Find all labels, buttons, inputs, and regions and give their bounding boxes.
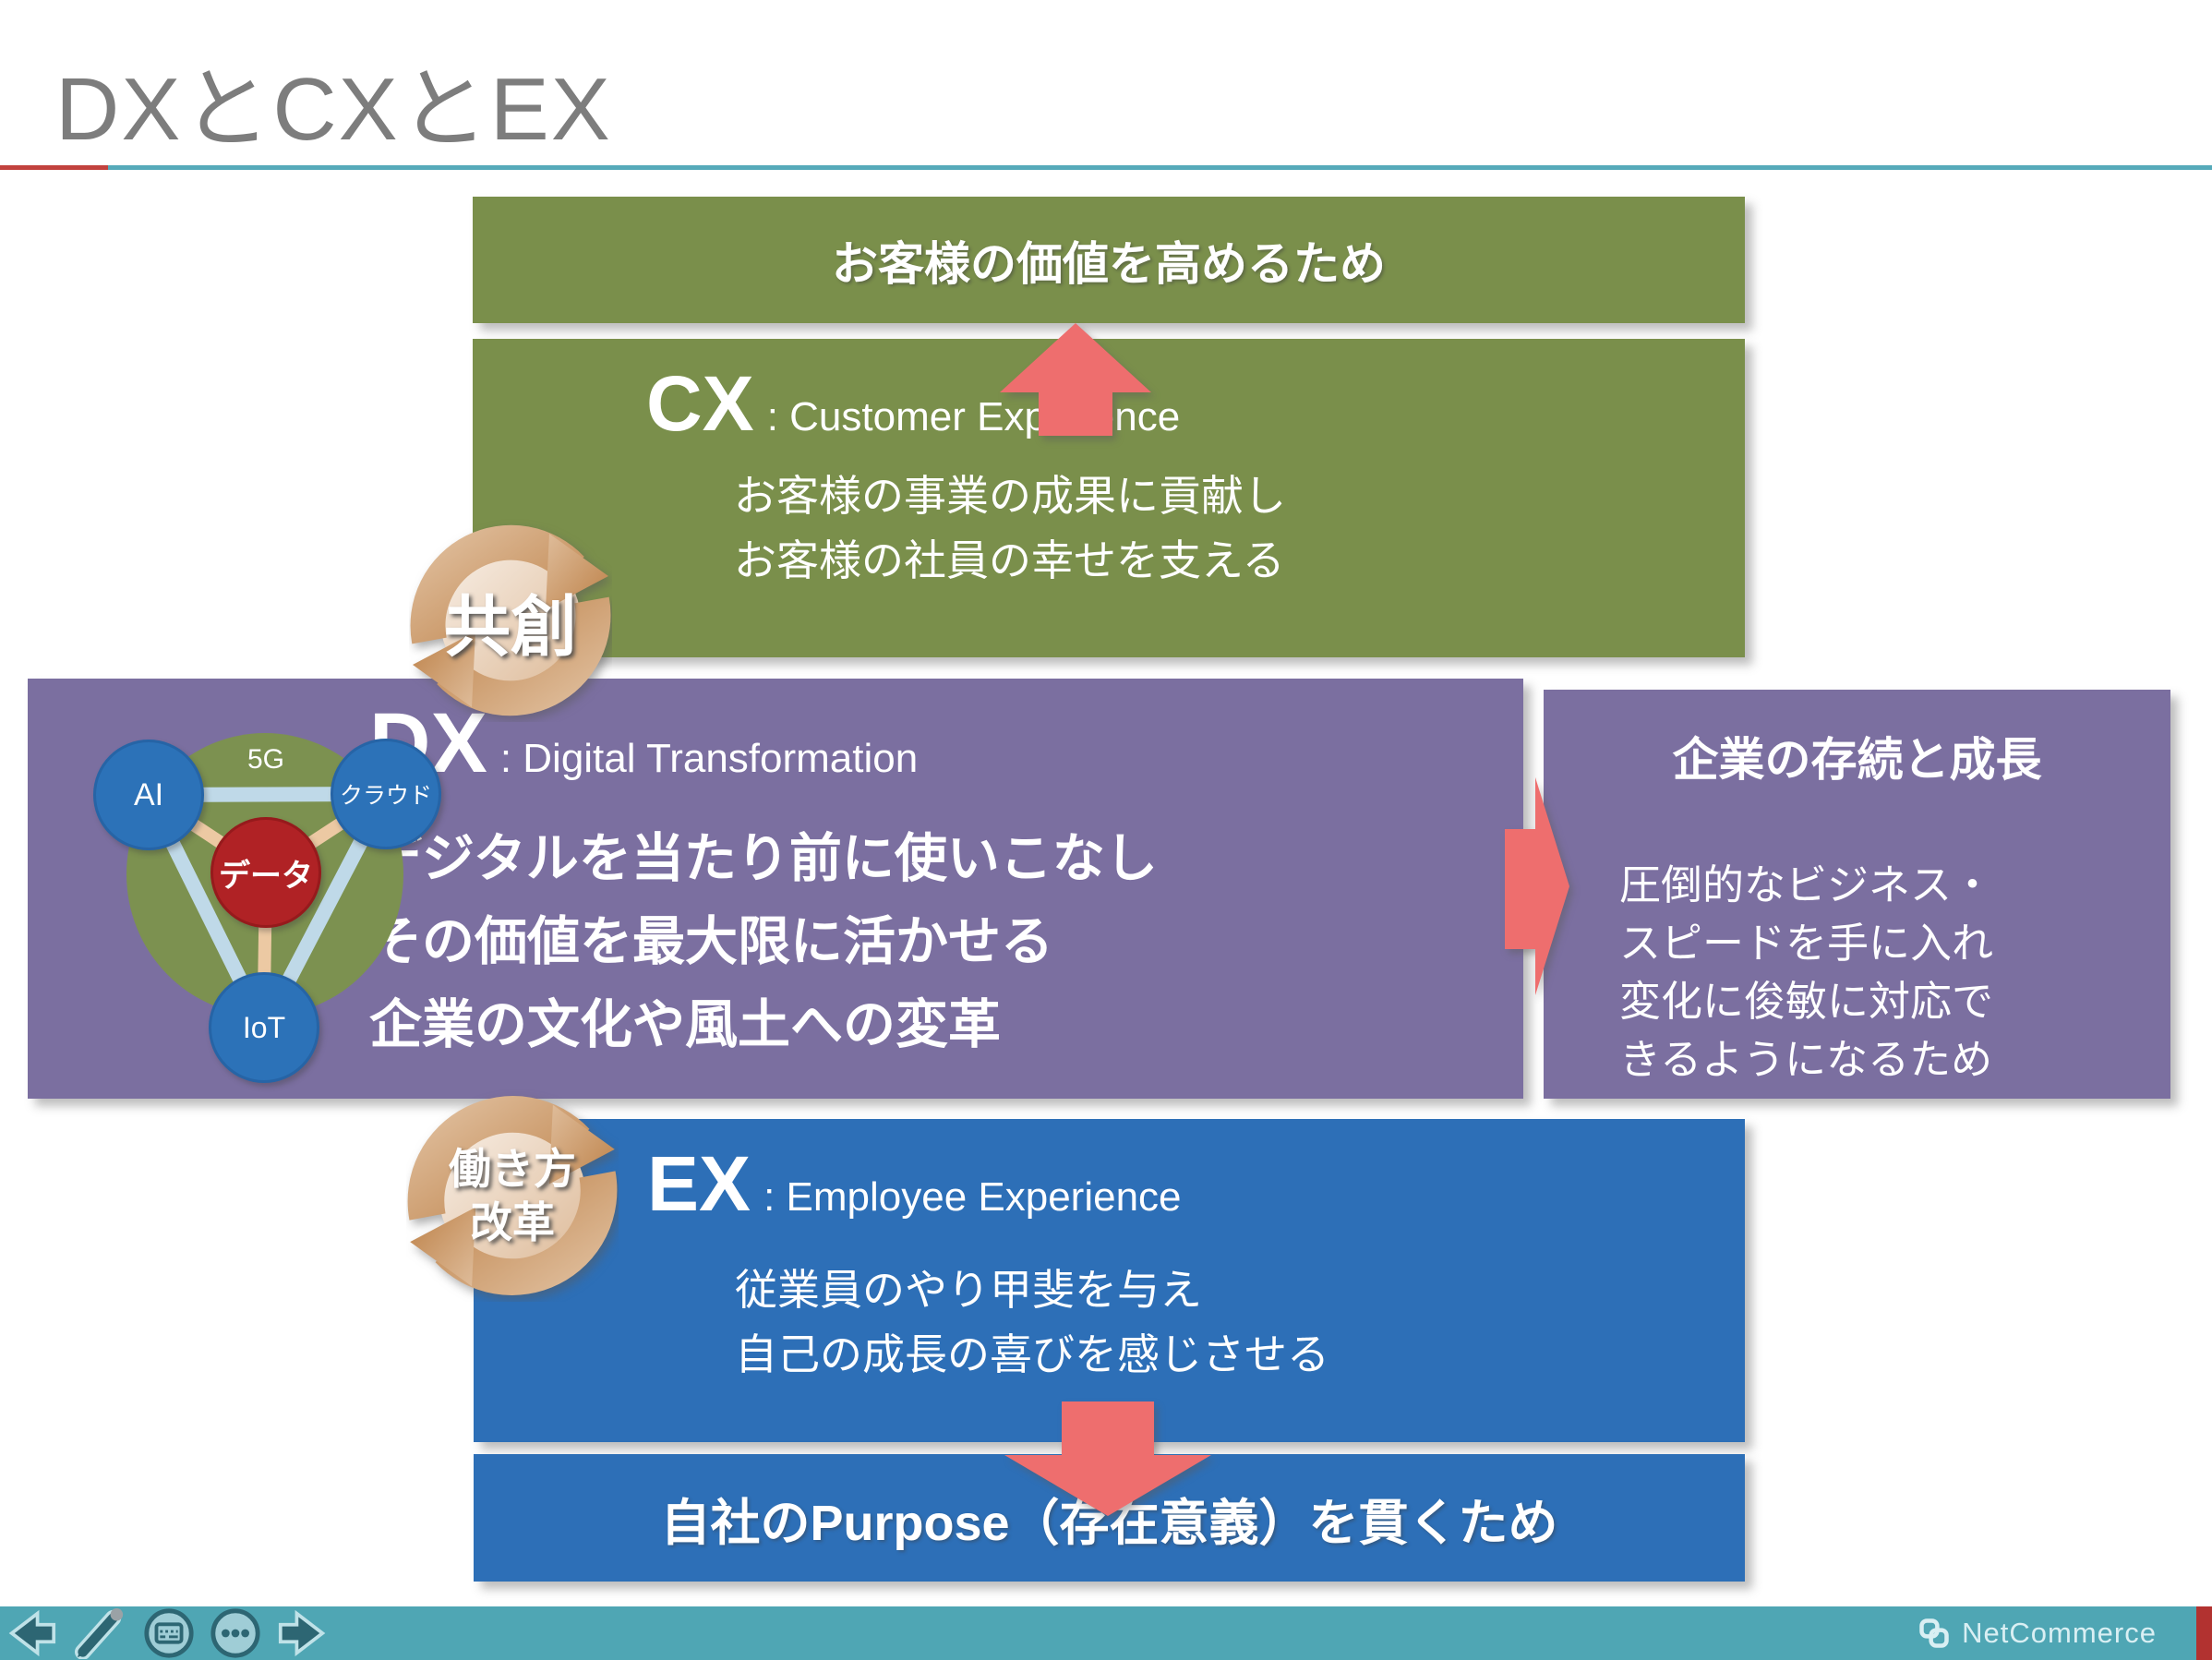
back-arrow-icon[interactable] — [6, 1609, 59, 1657]
cx-line-1: お客様の事業の成果に貢献し — [734, 472, 1286, 520]
page-title: DXとCXとEX — [55, 60, 612, 159]
co-creation-label: 共創 — [443, 590, 577, 665]
diagram-ai-node: AI — [93, 740, 204, 850]
brand-name: NetCommerce — [1962, 1617, 2157, 1649]
workstyle-line-1: 働き方 — [449, 1145, 576, 1193]
outcome-line-2: スピードを手に入れ — [1619, 920, 1994, 967]
dx-outcome-description: 圧倒的なビジネス・ スピードを手に入れ 変化に俊敏に対応で きるようになるため — [1619, 856, 1993, 1089]
circular-arrows-icon — [407, 1096, 618, 1295]
cx-goal-text: お客様の価値を高めるため — [832, 237, 1386, 290]
dx-line-2: その価値を最大限に活かせる — [369, 912, 1053, 971]
diagram-data-node: データ — [210, 817, 321, 928]
netcommerce-mark-icon — [1919, 1618, 1949, 1648]
presenter-controls — [6, 1606, 329, 1660]
presenter-toolbar: NetCommerce — [0, 1606, 2212, 1660]
dx-line-1: デジタルを当たり前に使いこなし — [369, 829, 1158, 888]
dx-technology-diagram: 5G AI クラウド IoT データ — [92, 711, 443, 1117]
dx-heading: DX: Digital Transformation — [369, 695, 918, 792]
dx-outcome-title: 企業の存続と成長 — [1672, 734, 2042, 786]
dx-full: : Digital Transformation — [499, 736, 919, 781]
cx-line-2: お客様の社員の幸せを支える — [734, 536, 1285, 584]
cx-box: CX : Customer Experience お客様の事業の成果に貢献し お客… — [473, 339, 1745, 657]
ex-line-2: 自己の成長の喜びを感じさせる — [735, 1330, 1329, 1378]
ex-goal-bar: 自社のPurpose（存在意義）を貫くため — [474, 1454, 1745, 1582]
dx-outcome-box: 企業の存続と成長 圧倒的なビジネス・ スピードを手に入れ 変化に俊敏に対応で き… — [1544, 690, 2170, 1099]
pen-icon[interactable] — [72, 1607, 129, 1659]
ex-abbr: EX — [647, 1140, 751, 1227]
footer-red-strip — [2196, 1606, 2212, 1660]
brand-logo: NetCommerce — [1917, 1606, 2157, 1660]
outcome-line-3: 変化に俊敏に対応で — [1619, 978, 1994, 1025]
ex-full: : Employee Experience — [763, 1174, 1182, 1220]
workstyle-line-2: 改革 — [470, 1198, 555, 1246]
circular-arrows-icon — [410, 524, 611, 716]
keyboard-icon[interactable] — [142, 1606, 196, 1660]
workstyle-reform-label: 働き方 改革 — [406, 1089, 619, 1302]
ex-description: 従業員のやり甲斐を与え 自己の成長の喜びを感じさせる — [735, 1257, 1329, 1387]
ex-line-1: 従業員のやり甲斐を与え — [735, 1266, 1202, 1314]
cx-full: : Customer Experience — [766, 394, 1181, 439]
dx-description: デジタルを当たり前に使いこなし その価値を最大限に活かせる 企業の文化や風土への… — [369, 817, 1158, 1066]
cx-heading: CX : Customer Experience — [646, 359, 1180, 449]
forward-arrow-icon[interactable] — [275, 1609, 329, 1657]
ellipsis-icon[interactable] — [209, 1606, 262, 1660]
cx-description: お客様の事業の成果に貢献し お客様の社員の幸せを支える — [734, 463, 1286, 593]
diagram-5g-label: 5G — [246, 744, 285, 775]
ex-box: EX : Employee Experience 従業員のやり甲斐を与え 自己の成… — [474, 1119, 1745, 1442]
co-creation-badge: 共創 — [409, 519, 612, 722]
outcome-line-1: 圧倒的なビジネス・ — [1619, 861, 1994, 908]
cx-abbr: CX — [646, 360, 754, 447]
title-divider — [0, 165, 2212, 170]
diagram-cloud-node: クラウド — [331, 739, 441, 849]
outcome-line-4: きるようになるため — [1619, 1036, 1993, 1083]
title-divider-accent — [0, 165, 108, 170]
diagram-iot-node: IoT — [209, 972, 319, 1083]
ex-goal-text: 自社のPurpose（存在意義）を貫くため — [660, 1495, 1558, 1551]
dx-line-3: 企業の文化や風土への変革 — [369, 995, 1001, 1054]
ex-heading: EX : Employee Experience — [647, 1139, 1182, 1229]
cx-goal-box: お客様の価値を高めるため — [473, 197, 1745, 323]
workstyle-reform-badge: 働き方 改革 — [406, 1089, 619, 1302]
